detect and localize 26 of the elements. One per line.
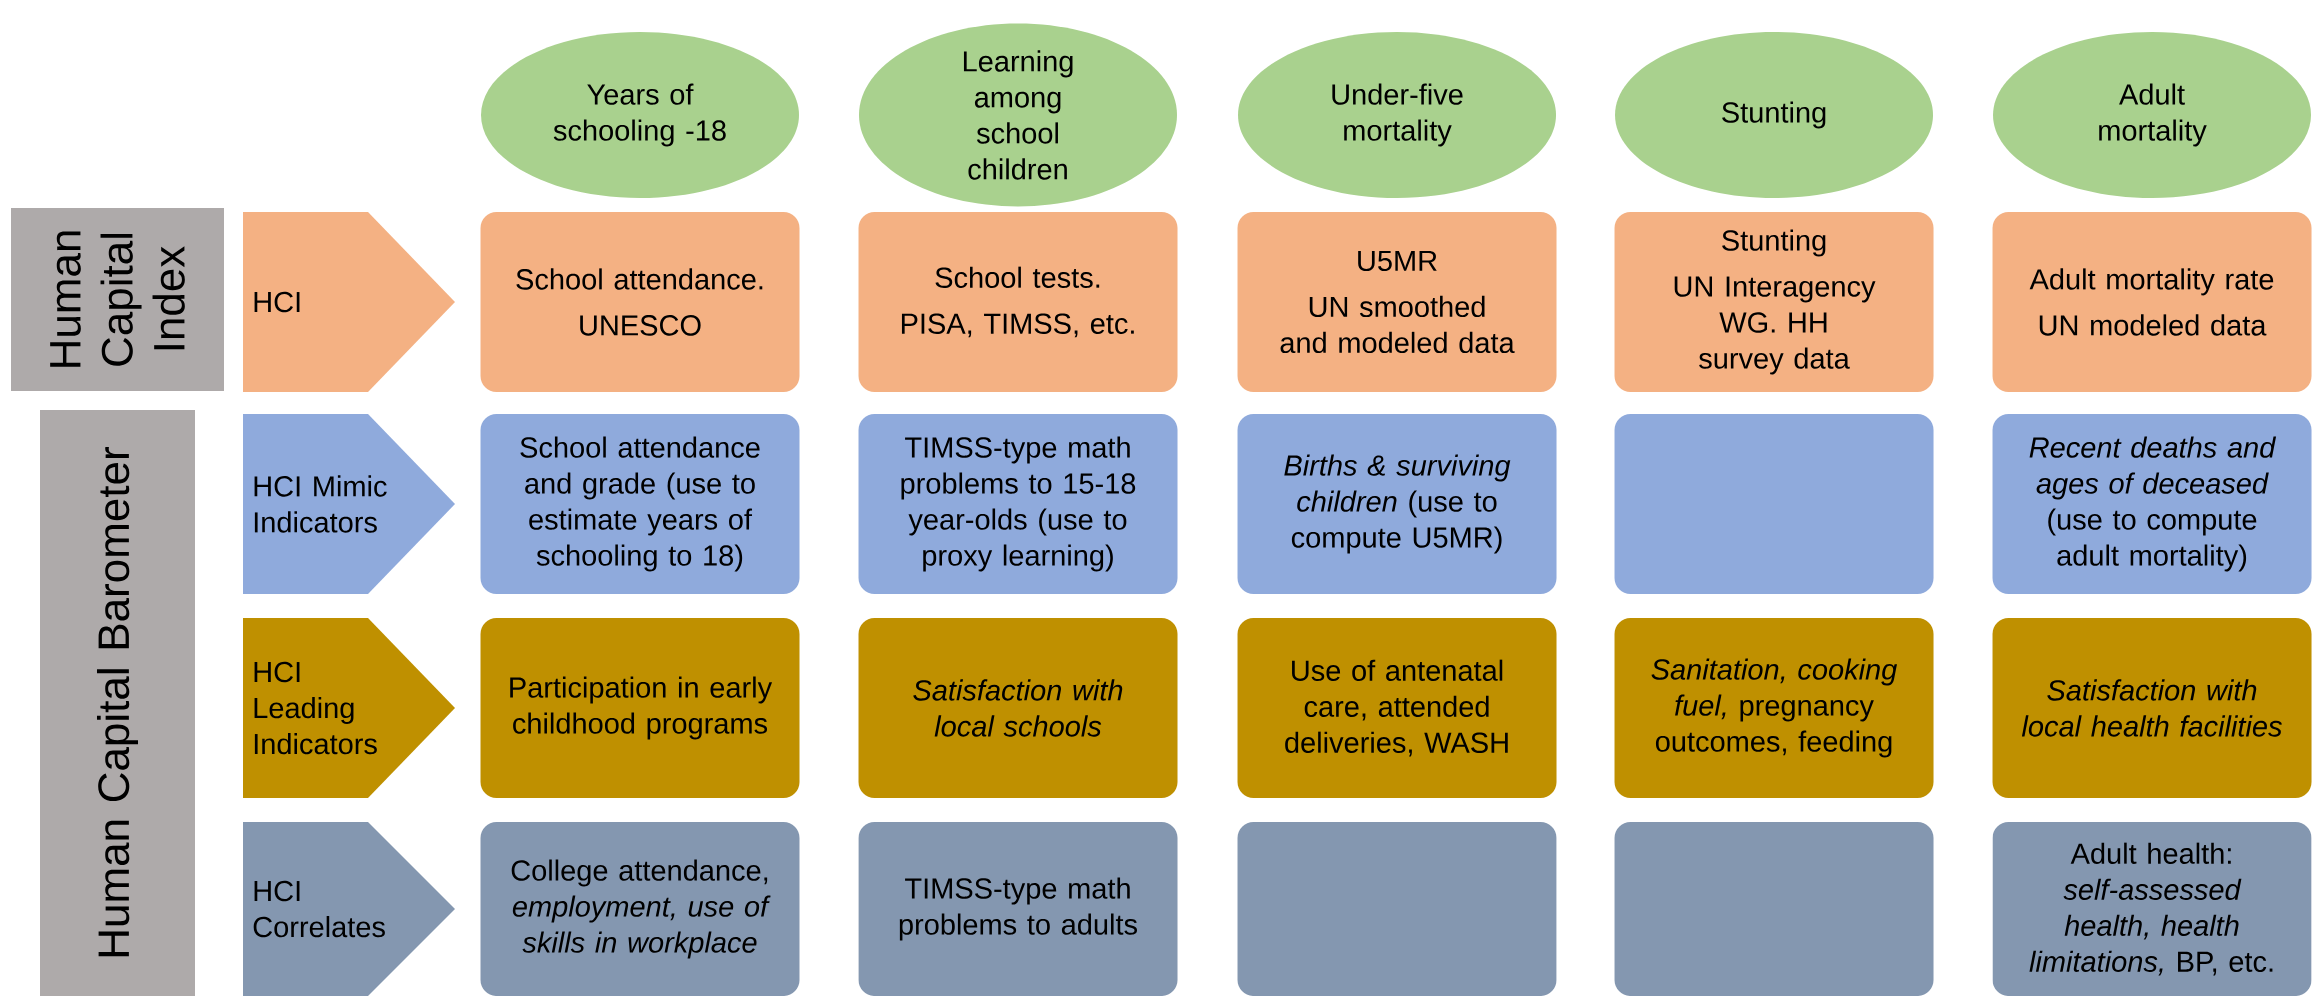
indicator-box: School attendance and grade (use to estimate years of schooling to 18) bbox=[480, 414, 800, 594]
indicator-box bbox=[1237, 822, 1557, 996]
indicator-box: TIMSS-type math problems to 15-18 year-olds (use to proxy learning) bbox=[858, 414, 1178, 594]
indicator-box: Stunting UN Interagency WG. HH survey data bbox=[1614, 212, 1934, 392]
indicator-box: TIMSS-type math problems to adults bbox=[858, 822, 1178, 996]
indicator-box: College attendance, employment, use of skills in workplace bbox=[480, 822, 800, 996]
pentagon-label: HCI bbox=[243, 212, 455, 392]
indicator-box: Satisfaction with local health facilities bbox=[1992, 618, 2312, 798]
indicator-box: Use of antenatal care, attended deliveries, WASH bbox=[1237, 618, 1557, 798]
indicator-box: Sanitation, cooking fuel, pregnancy outcomes, feeding bbox=[1614, 618, 1934, 798]
indicator-box: Births & surviving children (use to compute U5MR) bbox=[1237, 414, 1557, 594]
indicator-box: Satisfaction with local schools bbox=[858, 618, 1178, 798]
pentagon-label: HCI Correlates bbox=[243, 822, 455, 996]
indicator-box: U5MR UN smoothed and modeled data bbox=[1237, 212, 1557, 392]
indicator-box: School tests. PISA, TIMSS, etc. bbox=[858, 212, 1178, 392]
indicator-box: Adult mortality rate UN modeled data bbox=[1992, 212, 2312, 392]
pentagon-label: HCI Mimic Indicators bbox=[243, 414, 455, 594]
indicator-box: Adult health: self-assessed health, health limitations, BP, etc. bbox=[1992, 822, 2312, 996]
pentagon-label: HCI Leading Indicators bbox=[243, 618, 455, 798]
indicator-box: Recent deaths and ages of deceased (use to compute adult mortality) bbox=[1992, 414, 2312, 594]
indicator-box: School attendance. UNESCO bbox=[480, 212, 800, 392]
indicator-box bbox=[1614, 414, 1934, 594]
group-label: Human Capital Barometer bbox=[40, 410, 195, 996]
group-label: Human Capital Index bbox=[11, 208, 224, 391]
indicator-box bbox=[1614, 822, 1934, 996]
indicator-box: Participation in early childhood programs bbox=[480, 618, 800, 798]
